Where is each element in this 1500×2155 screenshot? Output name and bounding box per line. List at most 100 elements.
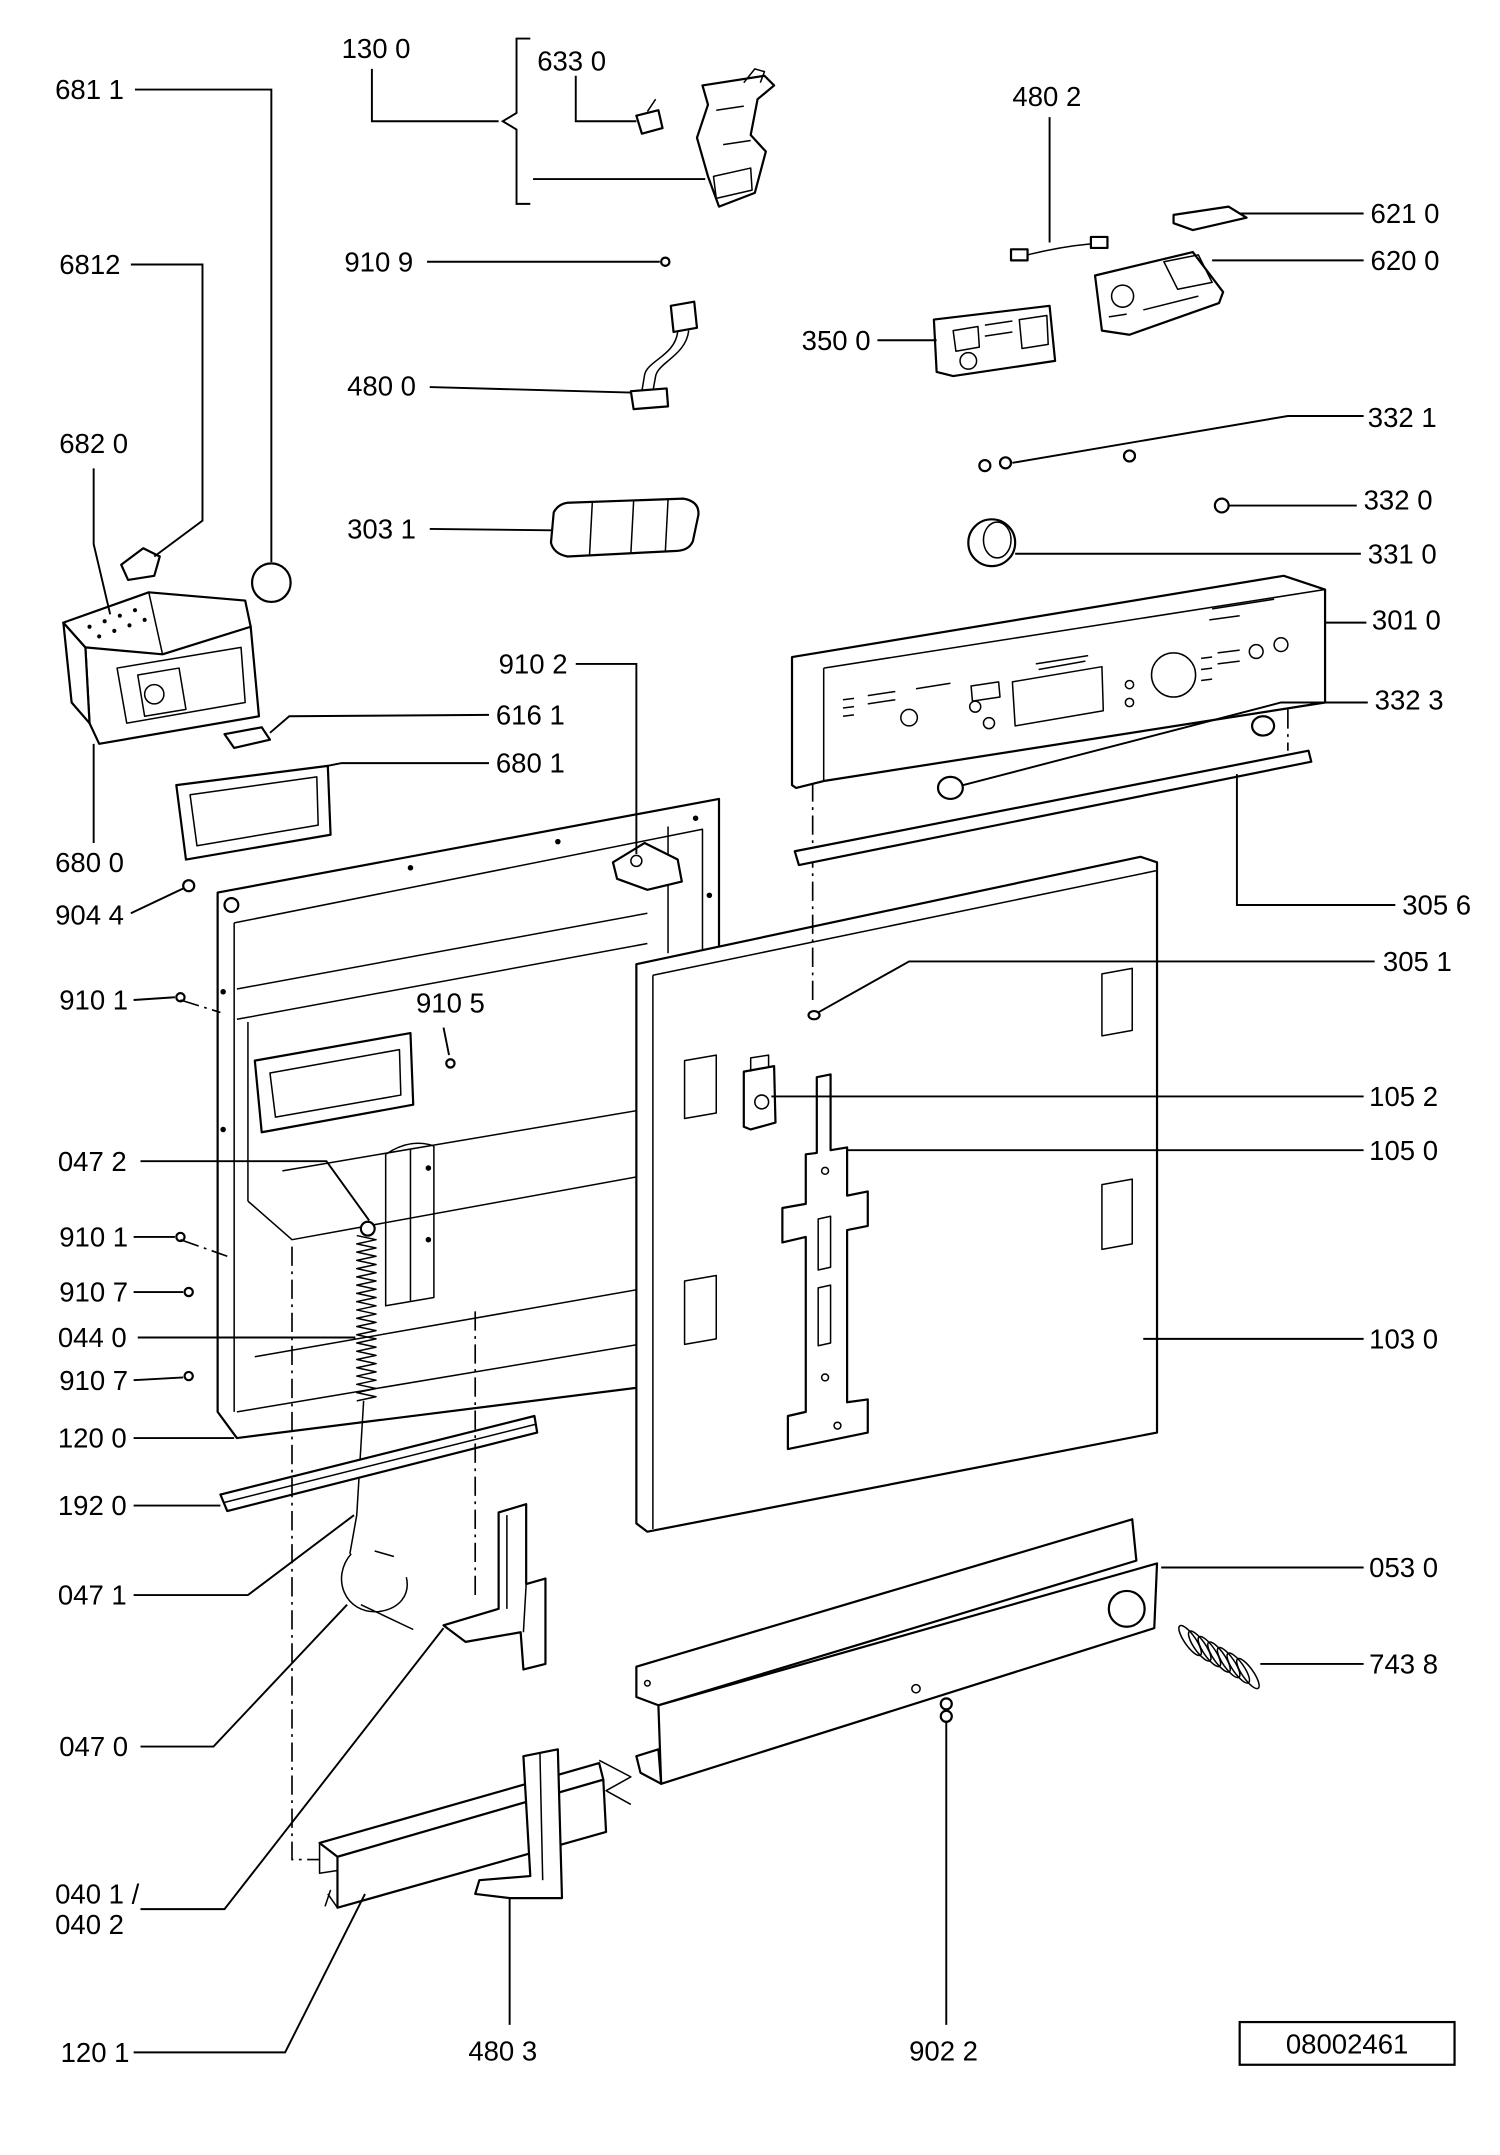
leader-680-1 — [327, 762, 489, 767]
callout-130-0: 130 0 — [342, 33, 411, 64]
leader-910-5 — [442, 1027, 450, 1056]
leader-616-1 — [269, 713, 489, 734]
callout-681-1: 681 1 — [55, 74, 124, 105]
clip-105-2 — [742, 1065, 777, 1131]
bottom-strip-120-1 — [318, 1759, 632, 1909]
callout-303-1: 303 1 — [347, 514, 416, 545]
latch-6812 — [120, 547, 161, 582]
bottom-rail-hole — [1107, 1589, 1146, 1628]
gasket-680-1-outer — [175, 764, 332, 861]
control-panel-display — [1011, 665, 1105, 727]
dispenser-lid-dot — [132, 608, 138, 613]
control-board-350-0-dial — [959, 351, 978, 370]
control-board-350-0 — [932, 304, 1057, 378]
leader-682-0 — [92, 468, 112, 615]
dispenser-lid-dot — [117, 613, 122, 618]
connector-621-0 — [1172, 205, 1248, 232]
cable-480-0-wires — [641, 330, 690, 392]
clip-902-2 — [939, 1697, 953, 1711]
callout-910-7-lower: 910 7 — [59, 1365, 128, 1396]
leader-6812 — [130, 263, 204, 558]
centerline-910-1-upper — [180, 999, 221, 1014]
callout-904-4: 904 4 — [55, 899, 124, 930]
leader-130-0 — [370, 68, 499, 123]
mounting-plate-hole — [833, 1421, 842, 1430]
dispenser-lid-dot — [127, 623, 132, 628]
callout-902-2: 902 2 — [909, 2036, 978, 2067]
dispenser-lid-dot — [87, 624, 92, 629]
brace-130-0 — [500, 37, 531, 205]
mounting-plate-hole — [820, 1166, 830, 1176]
inner-door-hole — [692, 815, 699, 821]
control-panel-edge — [822, 588, 1326, 782]
microswitch-633-0-lever — [646, 98, 657, 113]
callout-910-1-upper: 910 1 — [59, 985, 128, 1016]
front-door-panel-window — [683, 1054, 718, 1120]
dispenser-lid-dot — [97, 634, 102, 639]
inner-door-dispenser-opening — [253, 1031, 415, 1134]
cable-480-2-plug — [1089, 235, 1109, 250]
drawing-number-frame — [1238, 2020, 1456, 2066]
callout-305-6: 305 6 — [1402, 890, 1471, 921]
screw-305-1 — [807, 1009, 821, 1021]
inner-door — [216, 797, 721, 1440]
cable-480-0-plug-top — [669, 300, 699, 334]
drawing-number: 08002461 — [1286, 2029, 1409, 2060]
front-door-panel-outline — [635, 855, 1159, 1533]
door-spring-cable — [349, 1400, 365, 1554]
mounting-plate-slot — [817, 1284, 832, 1347]
cover-303-1 — [549, 497, 700, 558]
callout-332-0: 332 0 — [1364, 485, 1433, 516]
screw-910-1-upper — [175, 992, 186, 1003]
clip-902-2 — [939, 1709, 953, 1723]
spring-743-8 — [1178, 1624, 1260, 1690]
callout-305-1: 305 1 — [1383, 946, 1452, 977]
callout-040-1: 040 1 / — [55, 1879, 140, 1910]
control-panel-button — [1248, 643, 1264, 660]
front-door-panel-window — [1101, 1178, 1133, 1251]
callout-044-0: 044 0 — [58, 1322, 127, 1353]
mounting-plate-105-0 — [781, 1073, 869, 1451]
bottom-rail-lip — [635, 1748, 663, 1785]
button-332-0 — [1213, 497, 1230, 514]
spring-top-eye — [359, 1220, 376, 1237]
inner-door-hole — [425, 1236, 432, 1243]
callout-301-0: 301 0 — [1372, 604, 1441, 635]
inner-door-dispenser-opening-inner — [269, 1048, 402, 1118]
cable-480-0 — [629, 300, 699, 411]
leader-047-1 — [133, 1514, 355, 1597]
button-332-1 — [978, 458, 992, 473]
button-332-3-left — [936, 775, 964, 801]
bottom-strip-120-1-tab — [318, 1842, 339, 1909]
callout-910-7-upper: 910 7 — [59, 1277, 128, 1308]
inner-door-lower-ridge — [247, 1108, 648, 1241]
front-door-panel-window — [683, 1274, 718, 1346]
inner-door-hole — [555, 838, 561, 845]
spring-743-8-coil — [1235, 1657, 1260, 1690]
leader-633-0 — [574, 75, 637, 123]
screw-904-4 — [182, 879, 196, 893]
leader-332-3 — [962, 701, 1368, 787]
control-panel-indicators — [1201, 649, 1240, 682]
clip-105-2-tab — [749, 1054, 770, 1072]
inner-door-hole — [407, 865, 414, 871]
inner-door-screw-hole — [223, 896, 240, 913]
dispenser-opening — [116, 646, 246, 724]
bracket-040-fold — [506, 1515, 527, 1633]
front-door-panel-edge — [652, 869, 1158, 1529]
callout-621-0: 621 0 — [1371, 198, 1440, 229]
leader-120-1 — [133, 1893, 366, 2054]
callout-331-0: 331 0 — [1368, 538, 1437, 569]
strip-192-0-edge — [222, 1423, 536, 1504]
inner-door-hole — [706, 892, 713, 899]
detergent-dispenser — [62, 591, 261, 745]
callout-192-0: 192 0 — [58, 1490, 127, 1521]
bracket-040 — [442, 1503, 547, 1671]
callout-053-0: 053 0 — [1369, 1552, 1438, 1583]
inner-door-upper-strip — [236, 912, 648, 1202]
callout-105-0: 105 0 — [1369, 1135, 1438, 1166]
screw-910-1-lower — [175, 1231, 186, 1243]
callout-680-1: 680 1 — [496, 748, 565, 779]
cable-480-2-wire — [1027, 243, 1091, 256]
microswitch-633-0 — [635, 109, 664, 135]
